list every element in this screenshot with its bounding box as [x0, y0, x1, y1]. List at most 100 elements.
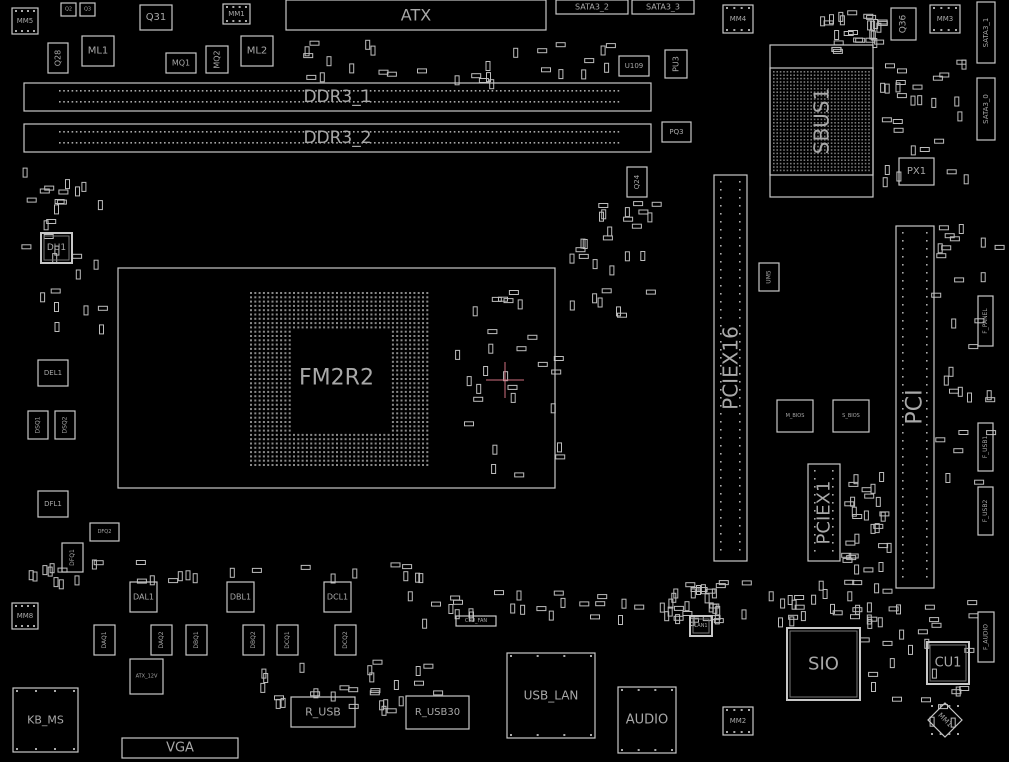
component-sata3-1[interactable]: SATA3_1: [976, 1, 996, 64]
component-ddr3-2[interactable]: DDR3_2: [23, 123, 652, 153]
pad: [386, 71, 397, 77]
component-pciex16[interactable]: PCIEX16: [713, 174, 748, 562]
component-sata3-3[interactable]: SATA3_3: [631, 0, 695, 15]
component-label: PCI: [903, 389, 928, 424]
component-r-usb30[interactable]: R_USB30: [405, 695, 470, 730]
component-ml2[interactable]: ML2: [240, 35, 274, 67]
component-pu3[interactable]: PU3: [664, 49, 688, 79]
component-ml1[interactable]: ML1: [81, 35, 115, 67]
component-dfl1[interactable]: DFL1: [37, 490, 69, 518]
component-mq1[interactable]: MQ1: [165, 52, 197, 74]
component-r-usb[interactable]: R_USB: [290, 696, 356, 728]
component-mm1a[interactable]: MM1: [222, 3, 251, 25]
component-m-bios[interactable]: M_BIOS: [776, 399, 814, 433]
component-mm2[interactable]: MM2: [722, 706, 754, 736]
component-daq2[interactable]: DAQ2: [150, 624, 173, 656]
component-label: MM3: [937, 15, 954, 23]
component-q24[interactable]: Q24: [626, 166, 648, 198]
component-f-audio[interactable]: F_AUDIO: [977, 611, 995, 663]
component-dfq1[interactable]: DFQ1: [61, 542, 84, 573]
component-label: ATX_12V: [136, 674, 158, 680]
component-atx-12v[interactable]: ATX_12V: [129, 658, 164, 695]
component-um5[interactable]: UM5: [758, 262, 780, 292]
component-dal1[interactable]: DAL1: [129, 581, 158, 613]
component-label: KB_MS: [27, 714, 64, 727]
component-mm4[interactable]: MM4: [722, 4, 754, 34]
component-label: VGA: [166, 741, 194, 756]
pad: [924, 604, 935, 610]
component-audio[interactable]: AUDIO: [617, 686, 677, 754]
pad: [954, 277, 965, 283]
component-label: DAQ1: [101, 631, 108, 648]
pad: [326, 56, 332, 67]
component-dsq1[interactable]: DSQ1: [27, 410, 49, 440]
component-f-usb1[interactable]: F_USB1: [977, 422, 994, 472]
component-q3[interactable]: Q3: [79, 2, 96, 17]
component-del1[interactable]: DEL1: [37, 359, 69, 387]
passive-pads: [21, 10, 1005, 728]
pad: [910, 145, 916, 156]
pad: [631, 223, 642, 229]
component-du1[interactable]: DU1: [40, 232, 73, 264]
component-dbl1[interactable]: DBL1: [226, 581, 255, 613]
component-px1[interactable]: PX1: [898, 157, 935, 186]
component-daq1[interactable]: DAQ1: [93, 624, 116, 656]
component-fm2r2[interactable]: FM2R2: [117, 267, 556, 489]
component-usb-lan[interactable]: USB_LAN: [506, 652, 596, 739]
component-label: PCIEX16: [719, 326, 743, 410]
component-sata3-2[interactable]: SATA3_2: [555, 0, 629, 15]
component-sbus1[interactable]: SBUS1: [769, 44, 874, 198]
pad: [624, 207, 630, 218]
component-pciex1[interactable]: PCIEX1: [807, 463, 841, 562]
component-sio[interactable]: SIO: [786, 627, 861, 701]
component-q2[interactable]: Q2: [60, 2, 77, 17]
component-cu1[interactable]: CU1: [926, 641, 970, 685]
component-dsq2[interactable]: DSQ2: [54, 410, 76, 440]
pad: [300, 564, 311, 570]
component-mq2[interactable]: MQ2: [205, 45, 229, 74]
pad: [560, 597, 566, 608]
component-cpu-fan[interactable]: CPU_FAN: [455, 615, 497, 627]
pad: [870, 20, 876, 31]
component-f-usb2[interactable]: F_USB2: [977, 486, 994, 536]
component-q28[interactable]: Q28: [47, 42, 69, 74]
pad: [956, 59, 967, 65]
pad: [348, 687, 359, 693]
pad: [616, 306, 621, 317]
component-dbq2[interactable]: DBQ2: [242, 624, 265, 656]
component-pq3[interactable]: PQ3: [661, 121, 692, 143]
pad: [471, 73, 482, 79]
component-ddr3-1[interactable]: DDR3_1: [23, 82, 652, 112]
pad: [884, 83, 890, 94]
component-atx[interactable]: ATX: [285, 0, 547, 31]
pad: [888, 606, 899, 612]
component-lan1[interactable]: LAN1: [689, 615, 713, 637]
component-label: DEL1: [44, 369, 62, 377]
component-label: Q31: [146, 12, 167, 23]
component-sata3-0[interactable]: SATA3_0: [976, 77, 996, 141]
component-f-panel[interactable]: F_PANEL: [977, 295, 994, 347]
pad: [263, 673, 269, 683]
component-mm8[interactable]: MM8: [11, 602, 39, 630]
component-vga[interactable]: VGA: [121, 737, 239, 759]
pad: [491, 296, 502, 302]
pad: [607, 226, 613, 237]
component-dfq2[interactable]: DFQ2: [89, 522, 120, 542]
component-q36[interactable]: Q36: [890, 7, 917, 41]
pad: [704, 593, 710, 604]
component-kb-ms[interactable]: KB_MS: [12, 687, 79, 753]
pad: [555, 454, 566, 460]
component-u109[interactable]: U109: [618, 55, 650, 77]
component-dcq1[interactable]: DCQ1: [276, 624, 299, 656]
component-s-bios[interactable]: S_BIOS: [832, 399, 870, 433]
component-mm3[interactable]: MM3: [929, 4, 961, 34]
component-mm5[interactable]: MM5: [11, 7, 39, 35]
component-q31[interactable]: Q31: [139, 4, 173, 31]
component-dcl1[interactable]: DCL1: [323, 581, 352, 613]
component-dbq1[interactable]: DBQ1: [185, 624, 208, 656]
component-dcq2[interactable]: DCQ2: [334, 624, 357, 656]
component-pci[interactable]: PCI: [895, 225, 935, 589]
pad: [838, 11, 844, 22]
pad: [963, 174, 969, 185]
